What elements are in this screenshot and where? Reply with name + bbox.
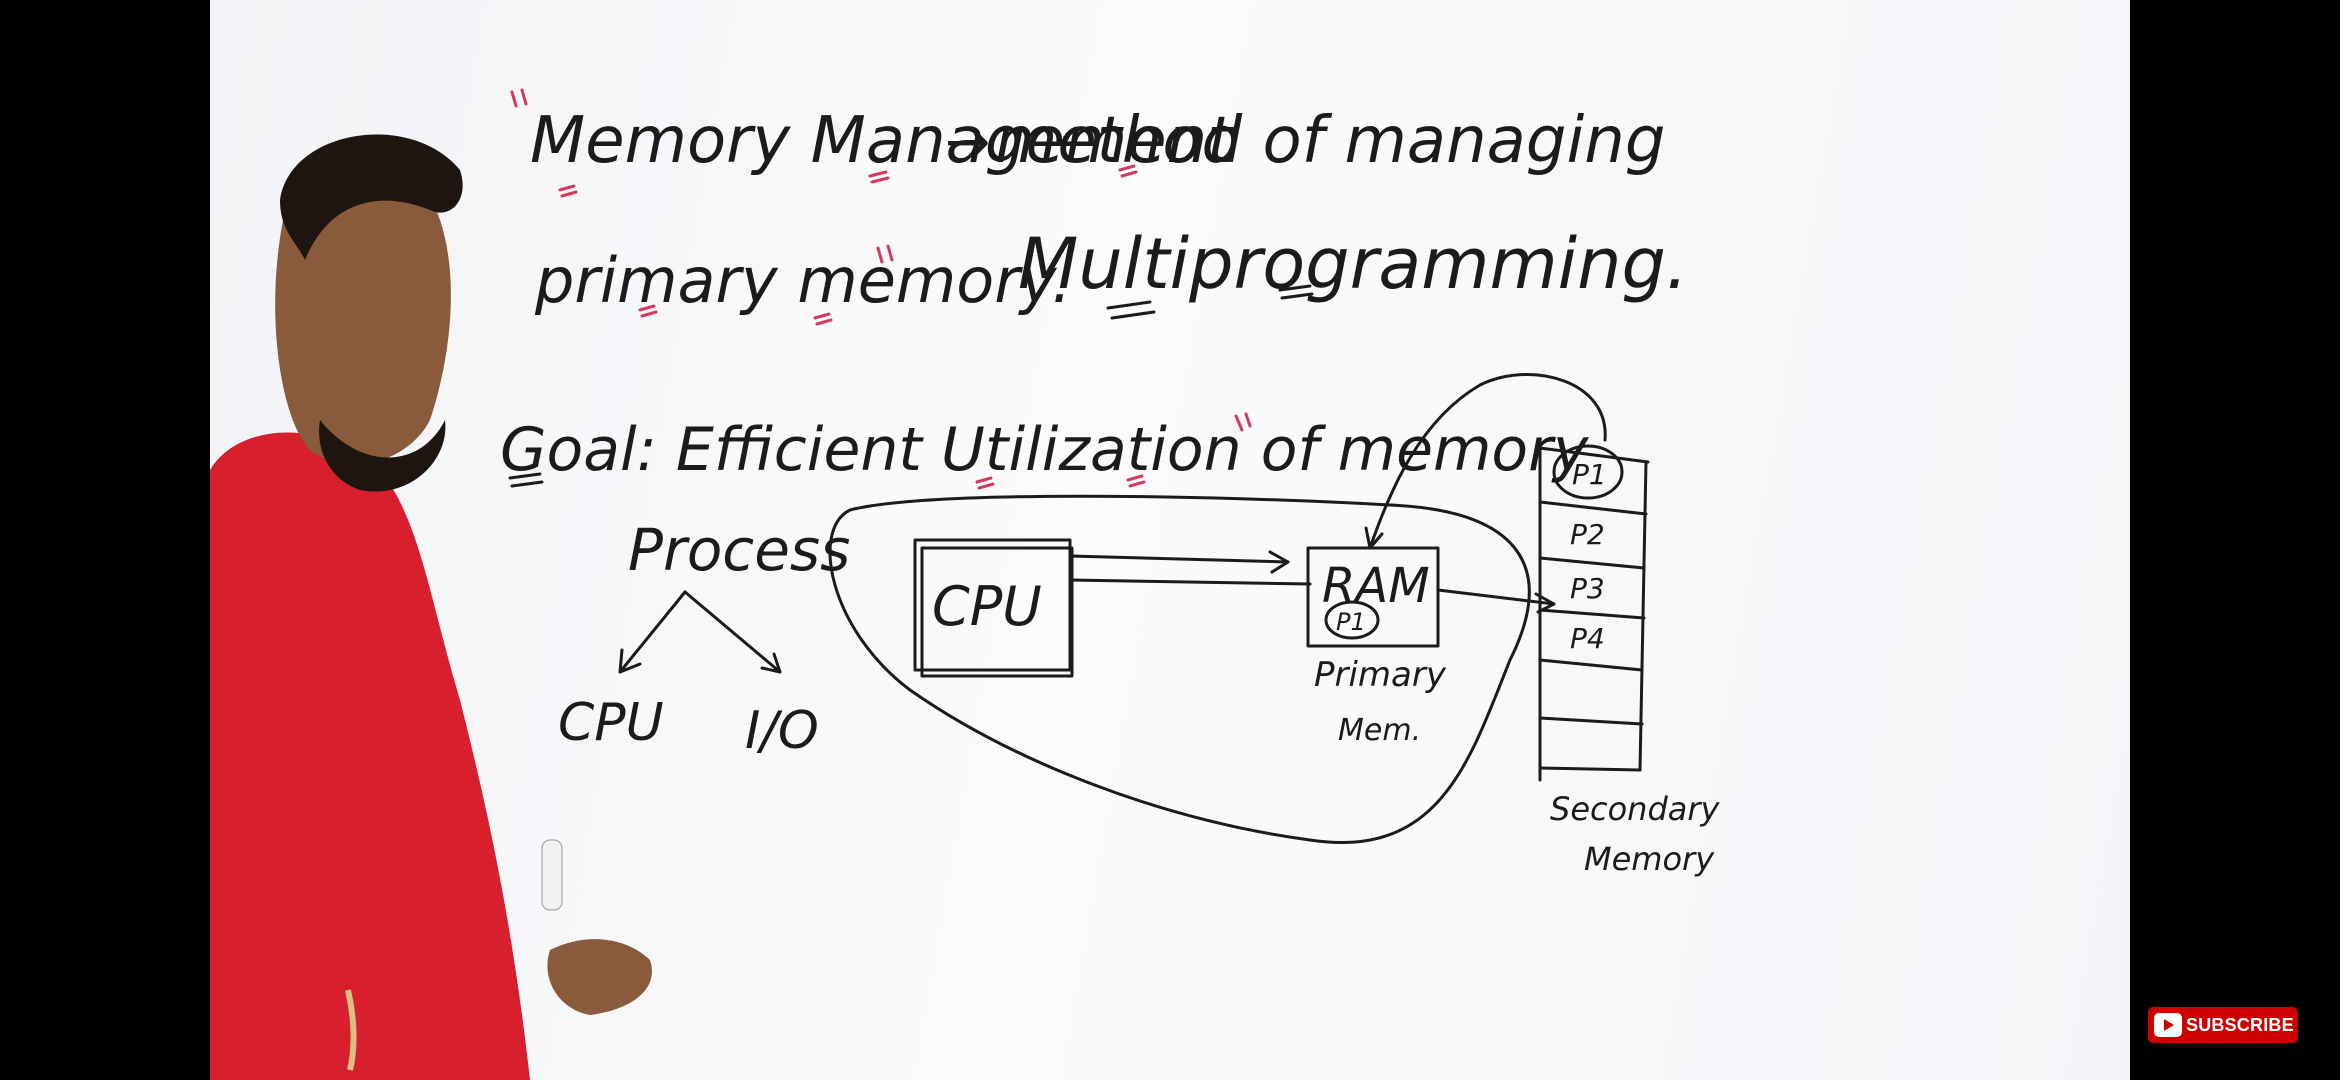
presenter [210, 134, 652, 1080]
board-text-disk-p4: P4 [1570, 622, 1605, 655]
board-text-multiprogramming: Multiprogramming. [1018, 223, 1688, 305]
board-text-goal: Goal: Efficient Utilization of memory [500, 415, 1590, 485]
board-text-cpu-left: CPU [558, 693, 664, 753]
board-text-memory-management: Memory Management [530, 104, 1235, 178]
board-text-secondary: Secondary [1550, 790, 1721, 828]
subscribe-label: SUBSCRIBE [2186, 1014, 2294, 1035]
board-text-primary: Primary [1314, 655, 1447, 695]
board-text-process: Process [628, 516, 850, 584]
subscribe-button[interactable]: SUBSCRIBE [2148, 1007, 2298, 1043]
board-text-mem: Mem. [1338, 713, 1421, 748]
video-frame[interactable]: Memory Management → method of managing p… [210, 0, 2130, 1080]
board-text-disk-p3: P3 [1570, 572, 1605, 605]
board-text-memory: Memory [1584, 840, 1715, 878]
board-text-ram-p1: P1 [1336, 608, 1366, 636]
whiteboard: Memory Management → method of managing p… [210, 88, 1721, 1080]
board-text-disk-p2: P2 [1570, 518, 1605, 551]
board-text-arrow: → [945, 110, 990, 173]
board-text-method: method of managing [995, 104, 1665, 178]
youtube-play-icon [2154, 1013, 2182, 1037]
board-text-primary-memory: primary memory. [534, 244, 1071, 317]
board-text-cpu-box: CPU [932, 575, 1042, 638]
board-text-disk-p1: P1 [1572, 458, 1607, 491]
board-text-io: I/O [745, 701, 819, 761]
